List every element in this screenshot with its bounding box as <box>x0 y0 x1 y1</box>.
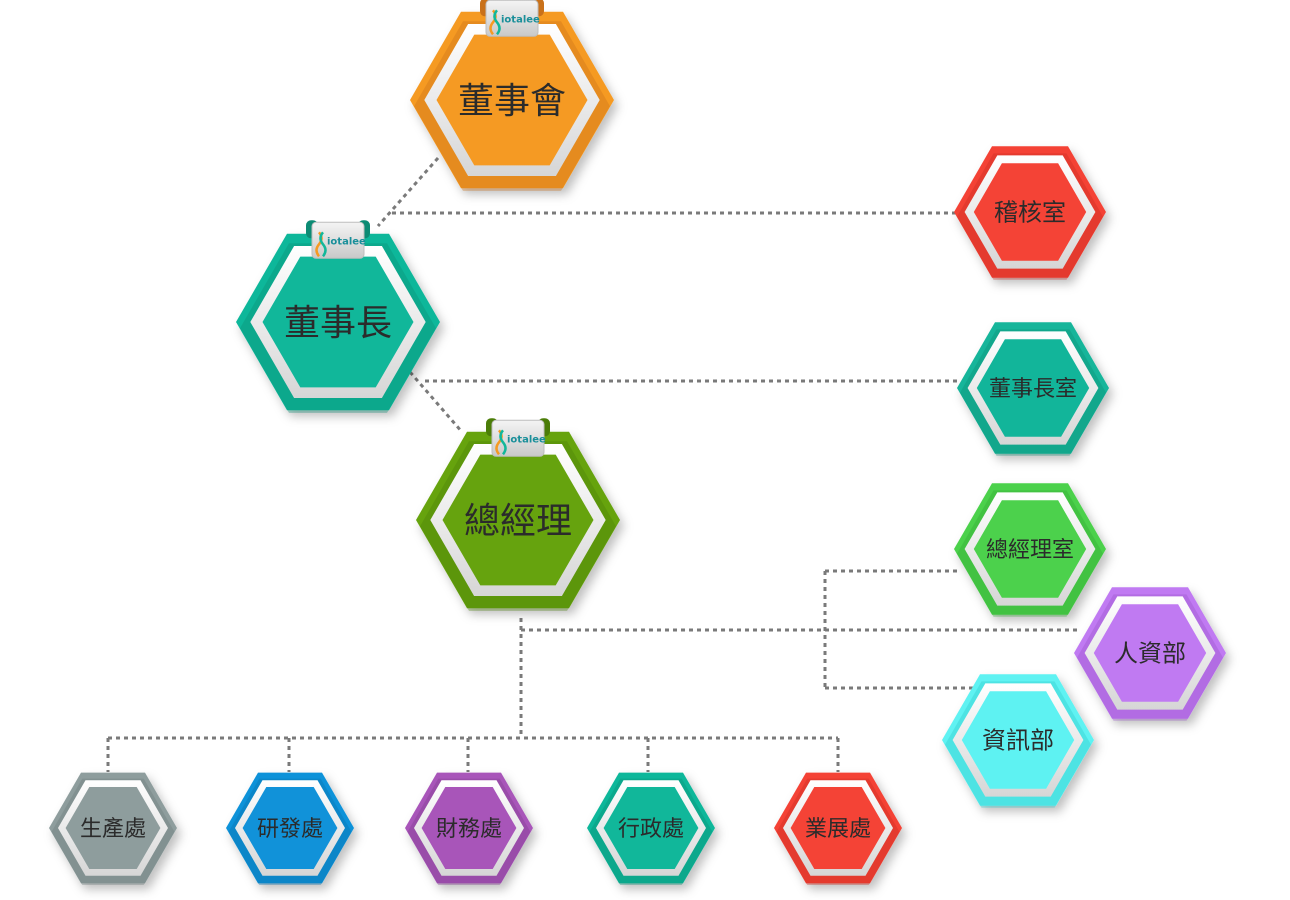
node-label: 財務處 <box>436 817 502 842</box>
node-board: iotalee 董事會 <box>410 0 614 191</box>
node-gm-office: 總經理室 <box>954 483 1106 617</box>
hex-face <box>65 787 161 869</box>
logo-text: iotalee <box>327 236 366 247</box>
node-admin: 行政處 <box>587 772 715 885</box>
node-chairman-office: 董事長室 <box>957 322 1109 456</box>
node-label: 董事長 <box>284 303 392 344</box>
hex-face <box>603 787 699 869</box>
hex-face <box>436 34 588 166</box>
logo-text: iotalee <box>501 14 540 25</box>
connectors <box>106 157 1080 772</box>
logo-icon <box>489 9 501 36</box>
hex-face <box>790 787 886 869</box>
node-label: 行政處 <box>618 817 684 842</box>
node-it: 資訊部 <box>942 674 1094 808</box>
hex-face <box>442 454 594 586</box>
node-label: 業展處 <box>805 817 871 842</box>
node-rnd: 研發處 <box>226 772 354 885</box>
node-hr: 人資部 <box>1074 587 1226 721</box>
logo-icon <box>315 231 327 258</box>
node-label: 人資部 <box>1114 640 1186 668</box>
hex-face <box>973 163 1087 261</box>
hex-face <box>973 500 1087 598</box>
node-label: 稽核室 <box>994 199 1066 227</box>
hex-face <box>262 256 414 388</box>
node-label: 研發處 <box>257 817 323 842</box>
connector-chairman-gm <box>408 371 464 433</box>
hex-face <box>961 691 1075 789</box>
hex-face <box>1093 604 1207 702</box>
node-audit: 稽核室 <box>954 146 1106 280</box>
connector-board-chairman <box>376 157 440 227</box>
node-label: 董事長室 <box>989 377 1077 402</box>
node-business: 業展處 <box>774 772 902 885</box>
hex-face <box>976 339 1090 437</box>
node-finance: 財務處 <box>405 772 533 885</box>
hex-face <box>242 787 338 869</box>
node-production: 生產處 <box>49 772 177 885</box>
hex-face <box>421 787 517 869</box>
node-gm: iotalee 總經理 <box>416 418 620 611</box>
node-label: 生產處 <box>80 817 146 842</box>
node-label: 資訊部 <box>982 727 1054 755</box>
logo-icon <box>495 429 507 456</box>
node-chairman: iotalee 董事長 <box>236 220 440 413</box>
logo-text: iotalee <box>507 434 546 445</box>
node-label: 總經理 <box>464 501 572 542</box>
node-label: 董事會 <box>458 81 566 122</box>
node-label: 總經理室 <box>986 538 1074 563</box>
